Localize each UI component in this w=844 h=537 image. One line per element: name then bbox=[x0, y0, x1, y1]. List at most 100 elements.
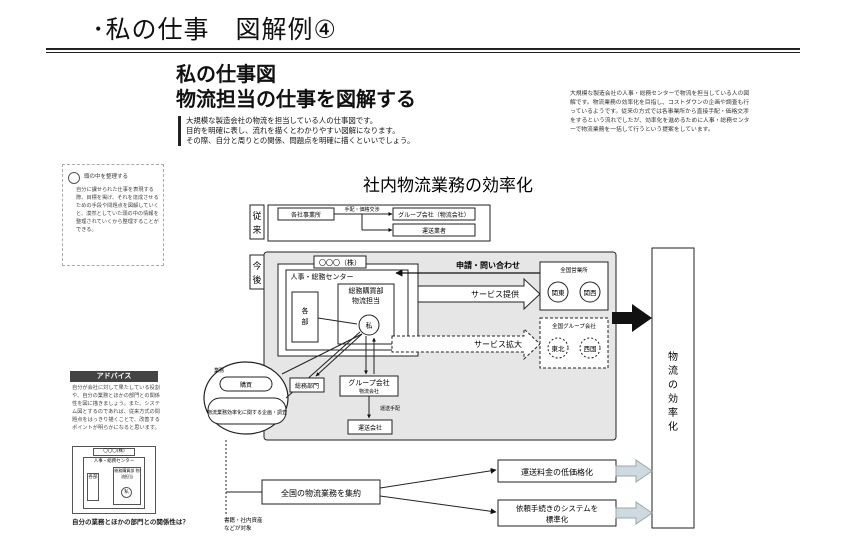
national-group-label: 全国グループ会社 bbox=[552, 322, 596, 330]
old-group-box bbox=[392, 207, 476, 221]
purchase-label: 購買 bbox=[240, 381, 252, 389]
standardize-result-arrow bbox=[615, 501, 653, 525]
dept-label: 総務購買部 bbox=[349, 286, 384, 295]
sales-arrow bbox=[315, 333, 363, 377]
mini-caption: 自分の業務とほかの部門との関係性は？ bbox=[72, 518, 189, 526]
tasks-link-1 bbox=[281, 333, 363, 375]
sales-dept-box bbox=[289, 377, 325, 393]
old-transport: 運送業者 bbox=[422, 227, 446, 235]
result-char-6: 化 bbox=[668, 420, 678, 433]
national-biz-label: 全国営業所 bbox=[560, 266, 588, 274]
advice-text: 自分が会社に対して果たしている役割や、自分の業務とほかの部門との関係性を図に描き… bbox=[72, 385, 160, 431]
title-rule-thin bbox=[46, 52, 800, 53]
lead-line: 大規模な製造会社の物流を担当している人の仕事図です。 bbox=[186, 116, 378, 125]
old-label-1: 従 bbox=[252, 210, 261, 222]
mini-company: 〇〇〇(株) bbox=[93, 448, 135, 456]
magazine-title: 私の仕事図 物流担当の仕事を図解する bbox=[176, 62, 416, 112]
magazine-title-line2: 物流担当の仕事を図解する bbox=[176, 87, 416, 111]
each-dept-box bbox=[291, 291, 319, 343]
cost-result-arrow bbox=[615, 459, 653, 483]
transport-co-box bbox=[347, 419, 393, 435]
side-note-text: 自分に課せられた仕事を表現する際、目標を掲げ、それを達成させるための手段や問題点… bbox=[76, 187, 159, 233]
old-arrow-label: 手配・価格交渉 bbox=[344, 206, 379, 213]
me-label: 私 bbox=[366, 321, 373, 330]
kansai-label: 関西 bbox=[584, 289, 598, 297]
result-char-3: の bbox=[668, 380, 678, 391]
company-label: 〇〇〇（株） bbox=[319, 258, 361, 267]
standardize-arrow bbox=[379, 495, 497, 515]
company-label-box bbox=[313, 255, 367, 269]
old-method-section: 従 来 各社事業所 手配・価格交渉 グループ会社（物流会社） 運送業者 bbox=[249, 204, 491, 242]
slide-title: ･私の仕事 図解例④ bbox=[92, 15, 337, 44]
each-dept-2: 部 bbox=[302, 317, 309, 326]
result-box bbox=[651, 247, 695, 529]
group-co-label: グループ会社 bbox=[348, 378, 390, 387]
sales-dept-label: 総務部門 bbox=[295, 382, 319, 390]
new-label-1: 今 bbox=[252, 260, 261, 272]
magazine-lead: 大規模な製造会社の物流を担当している人の仕事図です。 目的を明確に表し、流れを描… bbox=[186, 116, 414, 146]
magazine-title-line1: 私の仕事図 bbox=[176, 62, 276, 86]
logistics-co-label: 物流会社 bbox=[359, 388, 379, 395]
mini-each-dept: 各部 bbox=[87, 473, 99, 501]
cost-label: 運送料金の低価格化 bbox=[521, 467, 593, 477]
mini-diagram: 〇〇〇(株) 人事・総務センター 総務購買部 物流担当 各部 私 bbox=[72, 446, 156, 514]
kanto-circle bbox=[547, 281, 569, 303]
kansai-circle bbox=[579, 281, 601, 303]
consolidate-label: 全国の物流業務を集約 bbox=[281, 488, 361, 498]
cost-arrow bbox=[379, 467, 497, 489]
advice-label: アドバイス bbox=[70, 371, 158, 382]
service-offer-arrow bbox=[417, 277, 541, 311]
purchase-box bbox=[219, 376, 273, 392]
title-rule bbox=[46, 48, 800, 50]
transport-co-label: 運送会社 bbox=[358, 424, 382, 432]
planning-label: 物流業務効率化に関する企画・調査 bbox=[207, 409, 287, 416]
old-label-box bbox=[249, 204, 265, 240]
consolidate-box bbox=[261, 479, 381, 505]
result-char-5: 率 bbox=[668, 406, 678, 419]
old-office: 各社事業所 bbox=[291, 211, 321, 219]
old-frame bbox=[267, 204, 491, 242]
request-label: 申請・問い合わせ bbox=[456, 260, 520, 270]
shikoku-label: 西国 bbox=[584, 345, 597, 353]
explanation-text: 大規模な製造会社の人事・総務センターで物流を担当している人の図解です。物流業務の… bbox=[570, 91, 750, 133]
service-expand-label: サービス拡大 bbox=[474, 339, 522, 349]
mini-me: 私 bbox=[121, 487, 132, 498]
result-char-4: 効 bbox=[668, 392, 678, 405]
service-offer-label: サービス提供 bbox=[471, 289, 519, 299]
mini-dept: 総務購買部 物流担当 bbox=[113, 467, 141, 505]
planning-box bbox=[207, 397, 287, 425]
kanto-label: 関東 bbox=[552, 288, 566, 297]
service-expand-arrow bbox=[391, 327, 541, 361]
center-label: 人事・総務センター bbox=[291, 272, 354, 281]
lead-bar bbox=[178, 116, 181, 146]
side-note-box bbox=[62, 164, 164, 266]
transport-arrange-label: 運送手配 bbox=[380, 405, 400, 412]
tasks-label: 業務 bbox=[214, 367, 224, 374]
lightbulb-icon bbox=[68, 172, 80, 184]
lead-line: その際、自分と周りとの関係、問題点を明確に描くといいでしょう。 bbox=[186, 136, 415, 145]
old-group: グループ会社（物流会社） bbox=[398, 211, 470, 219]
diagram-title: 社内物流業務の効率化 bbox=[363, 176, 533, 196]
tohoku-circle bbox=[547, 337, 569, 359]
old-transport-box bbox=[392, 223, 476, 237]
new-label-2: 後 bbox=[252, 274, 261, 286]
side-note-title: 頭の中を整理する bbox=[84, 174, 129, 180]
shikoku-circle bbox=[579, 337, 601, 359]
standardize-label-2: 標準化 bbox=[546, 514, 569, 524]
dept-link bbox=[317, 317, 358, 325]
result-char-2: 流 bbox=[668, 364, 678, 377]
lead-line: 目的を明確に表し、流れを描くとわかりやすい図解になります。 bbox=[186, 126, 400, 135]
old-label-2: 来 bbox=[252, 225, 261, 236]
mini-center: 人事・総務センター bbox=[83, 457, 145, 509]
standardize-label-1: 依頼手続きのシステムを bbox=[516, 503, 598, 513]
new-method-section: 今 後 〇〇〇（株） 人事・総務センター 総務購買部 物流担当 各 部 私 申請… bbox=[203, 251, 617, 441]
mini-center-label: 人事・総務センター bbox=[93, 459, 135, 464]
logistics-label: 物流担当 bbox=[352, 296, 380, 305]
me-circle bbox=[358, 314, 380, 336]
footnote-2: などが対象 bbox=[224, 524, 252, 532]
tohoku-label: 東北 bbox=[552, 344, 566, 353]
result-arrow bbox=[612, 304, 652, 332]
footnote-1: 書籍・社内資産 bbox=[224, 516, 263, 524]
each-dept-1: 各 bbox=[302, 306, 309, 315]
